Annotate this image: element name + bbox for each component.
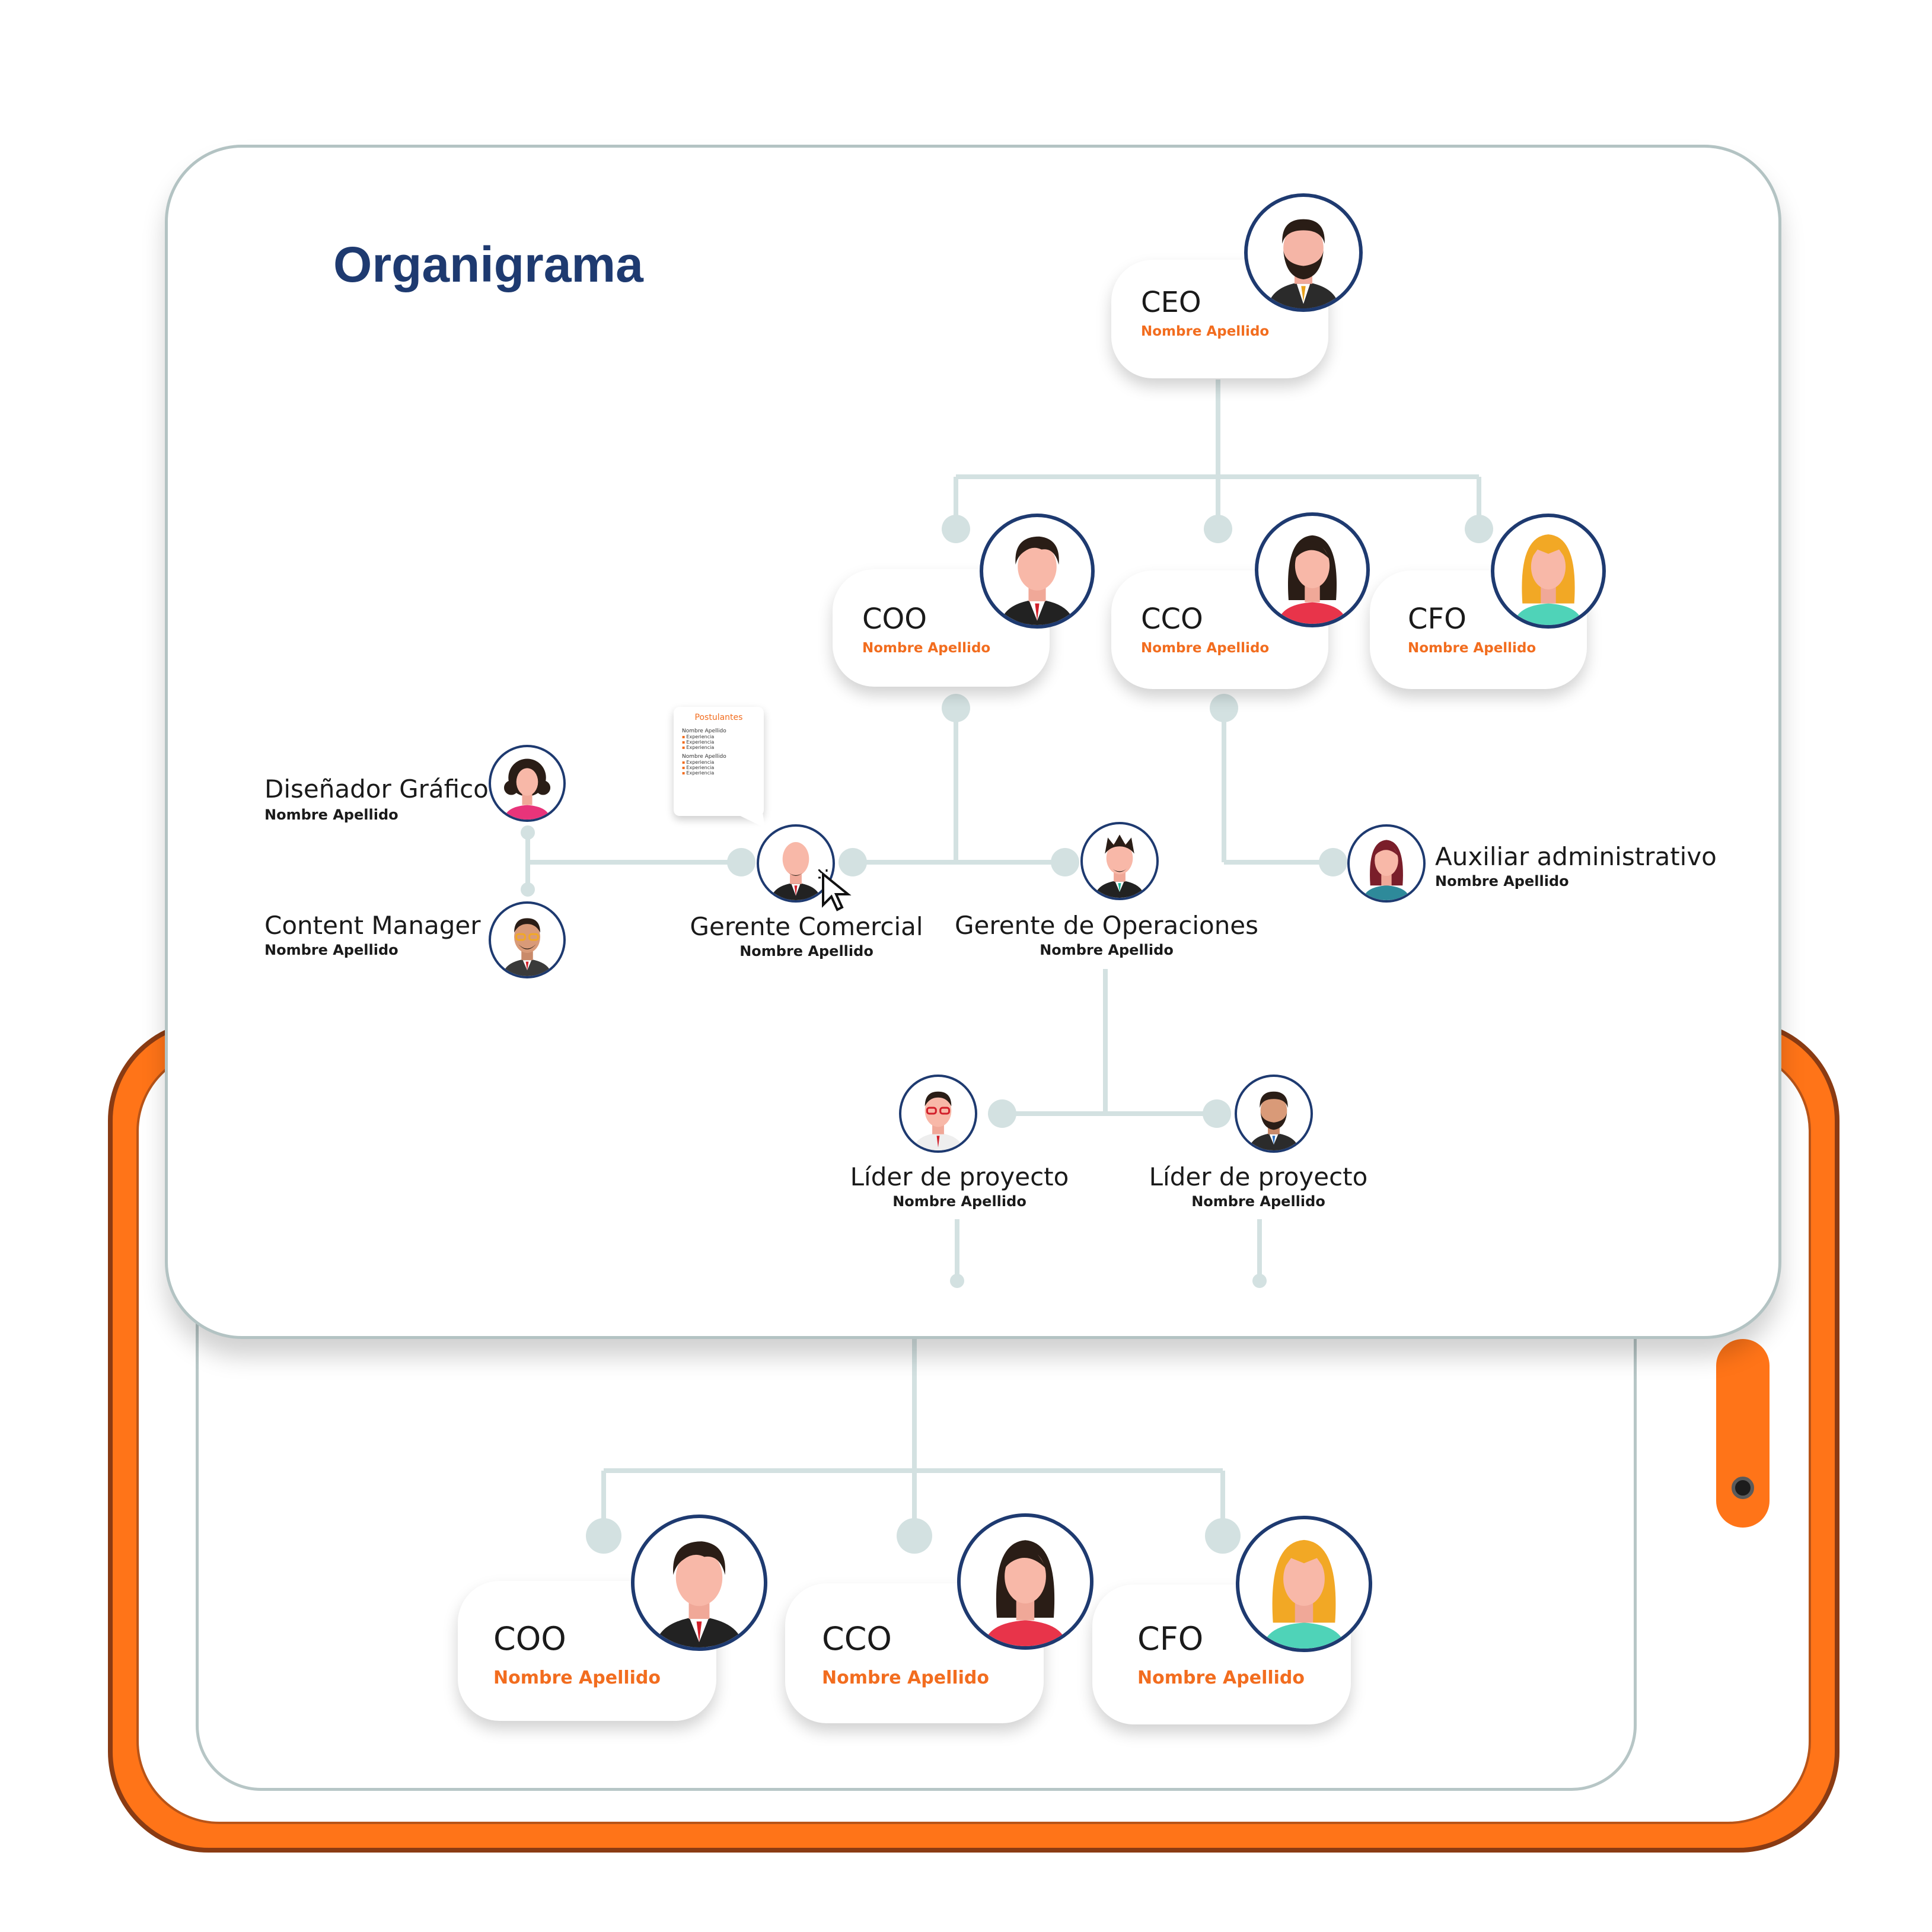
name-disenador-grafico: Nombre Apellido xyxy=(264,806,398,823)
card-name: Nombre Apellido xyxy=(493,1668,661,1688)
page-title: Organigrama xyxy=(333,237,643,292)
mouse-cursor-icon xyxy=(818,869,852,911)
popup-candidate-name: Nombre Apellido xyxy=(682,728,726,734)
card-title: CCO xyxy=(1141,602,1203,636)
postulantes-popup: Postulantes Nombre Apellido Experiencia … xyxy=(674,707,764,816)
popup-item: Experiencia xyxy=(682,765,755,770)
man-suit-icon xyxy=(631,1515,767,1651)
popup-title: Postulantes xyxy=(694,713,743,722)
role-gerente-comercial: Gerente Comercial xyxy=(690,912,923,941)
man-beard-suit-icon[interactable] xyxy=(1235,1075,1313,1153)
popup-item: Experiencia xyxy=(682,760,755,765)
card-name: Nombre Apellido xyxy=(822,1668,990,1688)
name-gerente-operaciones: Nombre Apellido xyxy=(1040,942,1174,958)
name-lider-proyecto-1: Nombre Apellido xyxy=(892,1193,1026,1210)
card-name: Nombre Apellido xyxy=(1137,1668,1305,1688)
card-title: COO xyxy=(862,602,927,636)
role-content-manager: Content Manager xyxy=(264,911,481,940)
woman-blonde-icon xyxy=(1491,514,1606,629)
man-beard-icon xyxy=(1244,193,1363,312)
popup-item: Experiencia xyxy=(682,745,755,750)
popup-tail xyxy=(733,812,765,828)
popup-candidate-name: Nombre Apellido xyxy=(682,754,726,760)
man-suit-icon xyxy=(980,514,1095,629)
camera-icon xyxy=(1732,1477,1754,1499)
role-lider-proyecto-2: Líder de proyecto xyxy=(1149,1162,1368,1191)
woman-red-hair-icon[interactable] xyxy=(1347,824,1426,903)
role-lider-proyecto-1: Líder de proyecto xyxy=(850,1162,1069,1191)
name-content-manager: Nombre Apellido xyxy=(264,942,398,958)
role-disenador-grafico: Diseñador Gráfico xyxy=(264,774,489,804)
card-title: CFO xyxy=(1408,602,1466,636)
woman-dark-hair-icon xyxy=(1255,512,1370,627)
woman-dark-hair-icon xyxy=(957,1513,1093,1650)
man-glasses-icon[interactable] xyxy=(489,901,566,978)
man-white-glasses-icon[interactable] xyxy=(899,1075,977,1153)
name-lider-proyecto-2: Nombre Apellido xyxy=(1191,1193,1325,1210)
card-title: CCO xyxy=(822,1620,892,1657)
card-title: CEO xyxy=(1141,286,1201,319)
popup-item: Experiencia xyxy=(682,770,755,776)
front-screen xyxy=(165,145,1781,1339)
card-name: Nombre Apellido xyxy=(862,640,991,656)
card-name: Nombre Apellido xyxy=(1408,640,1536,656)
card-title: CFO xyxy=(1137,1620,1204,1657)
name-gerente-comercial: Nombre Apellido xyxy=(739,943,873,959)
popup-item: Experiencia xyxy=(682,734,755,739)
back-card-cco[interactable]: CCO Nombre Apellido xyxy=(785,1583,1044,1723)
woman-curly-hair-icon[interactable] xyxy=(489,745,566,822)
role-auxiliar-administrativo: Auxiliar administrativo xyxy=(1435,842,1717,871)
role-gerente-operaciones: Gerente de Operaciones xyxy=(954,911,1259,940)
card-name: Nombre Apellido xyxy=(1141,640,1270,656)
name-auxiliar-administrativo: Nombre Apellido xyxy=(1435,873,1569,890)
woman-blonde-icon xyxy=(1236,1516,1372,1652)
card-name: Nombre Apellido xyxy=(1141,324,1270,339)
card-title: COO xyxy=(493,1620,566,1657)
card-coo[interactable]: COO Nombre Apellido xyxy=(833,569,1050,687)
man-spiky-hair-icon[interactable] xyxy=(1080,822,1159,900)
popup-item: Experiencia xyxy=(682,739,755,745)
